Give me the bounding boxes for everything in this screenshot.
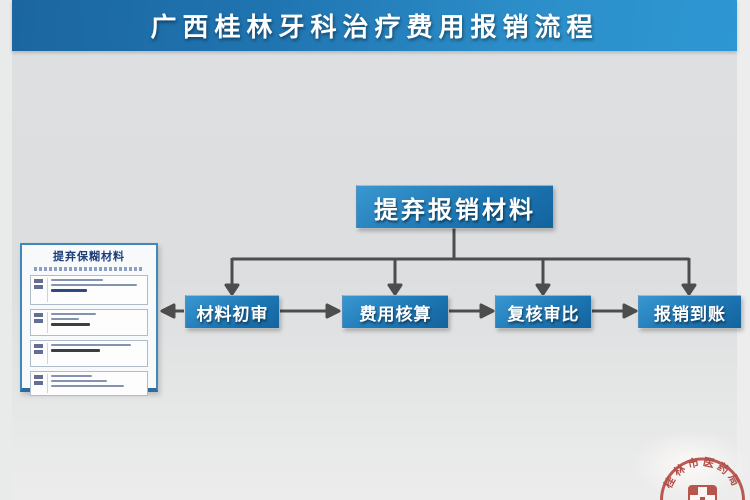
flow-step-initial-review: 材料初审 [185,295,279,328]
flow-root-box-submit-materials: 提弃报销材料 [356,185,553,228]
form-row-text-lines [51,312,145,333]
document-form-row [30,309,148,336]
flow-root-label: 提弃报销材料 [374,196,536,224]
form-row-label-marks [33,278,48,302]
official-seal: 桂林市医药局 [660,455,745,500]
flow-step-label: 复核审比 [507,304,580,324]
form-row-text-lines [51,343,145,364]
form-row-label-marks [33,374,48,393]
form-row-label-marks [33,343,48,364]
right-margin-strip [737,0,750,500]
document-form-row [30,340,148,367]
materials-document-panel: 提弃保糊材料 [20,243,158,396]
form-row-text-lines [51,374,145,393]
document-subtitle-illegible-text [34,267,144,271]
flow-step-label: 费用核算 [359,304,432,324]
flow-step-recheck-approval: 复核审比 [495,295,591,328]
title-banner: 广西桂林牙科治疗费用报销流程 [12,0,737,51]
document-form-row [30,371,148,396]
left-margin-strip [0,0,12,500]
form-row-text-lines [51,278,145,302]
page-title: 广西桂林牙科治疗费用报销流程 [150,12,599,42]
form-row-label-marks [33,312,48,333]
document-form-row [30,275,148,305]
seal-ring [660,457,745,500]
flow-step-reimbursement-paid: 报销到账 [638,295,741,328]
document-title: 提弃保糊材料 [53,251,125,263]
flow-step-label: 报销到账 [654,304,726,324]
seal-center-emblem [688,485,717,500]
flow-step-fee-calculation: 费用核算 [342,295,448,328]
flow-step-label: 材料初审 [196,304,269,324]
